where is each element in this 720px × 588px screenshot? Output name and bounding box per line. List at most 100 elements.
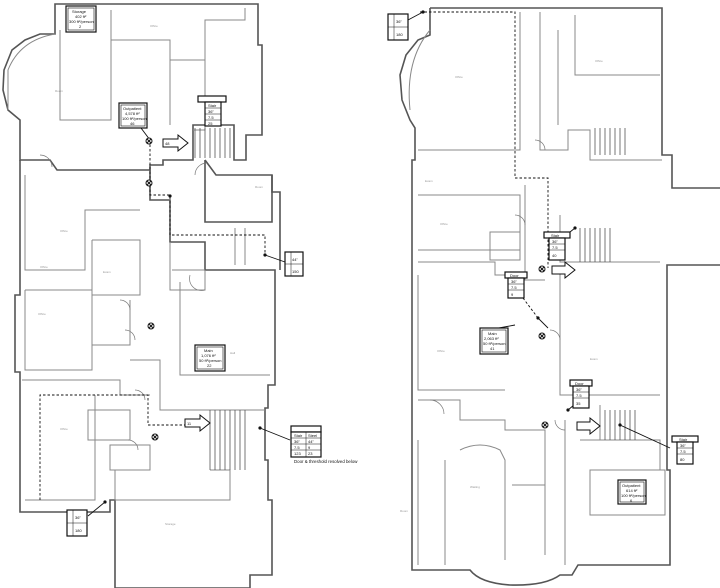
room-label: Office — [440, 222, 448, 226]
door-box-right-lower: Door 36" 7.5 35 — [569, 379, 593, 409]
stair-box-right: Stair 36" 7.5 80 — [671, 435, 699, 465]
door-center-r2: 7.5 — [511, 285, 517, 290]
exit-arrow-right-middle — [551, 260, 576, 280]
leader-lines — [87, 11, 671, 517]
stair-bottom-c2-2: 9 — [308, 445, 311, 450]
room-label: Office — [455, 75, 463, 79]
exit-arrow-left-top: 48 — [162, 133, 189, 153]
occupancy-main-line2: 1,076 ft² — [201, 353, 216, 358]
occupancy-outpatient-line3: 100 ft²/person — [122, 116, 147, 121]
room-label: Room — [400, 509, 409, 513]
stair-top-head: Stair — [208, 103, 217, 108]
exit-bottom-r1: 36" — [75, 515, 81, 520]
occupancy-box-main-left: Main 1,076 ft² 50 ft²/person 22 — [194, 344, 226, 372]
note-door-threshold: Door & threshold resolved below — [294, 459, 358, 464]
occupancy-outpatient-right-line4: 6 — [630, 498, 633, 503]
occupancy-outpatient-line4: 46 — [130, 121, 135, 126]
door-center-head: Door — [510, 273, 519, 278]
stair-box-right-center: Stair 36" 7.5 40 — [543, 231, 571, 261]
door-center-r1: 36" — [511, 279, 517, 284]
stair-right-r3: 80 — [680, 457, 685, 462]
occupancy-storage-line2: 402 ft² — [75, 14, 87, 19]
occupancy-box-outpatient-right: Outpatient 614 ft² 100 ft²/person 6 — [617, 479, 647, 505]
exit-bottom-r2: 180 — [75, 528, 82, 533]
exit-arrow-label: 11 — [187, 421, 192, 426]
door-center-r3: 9 — [511, 292, 514, 297]
stair-top-r2: 7.5 — [208, 115, 214, 120]
room-label: Hall — [230, 351, 236, 355]
door-lower-r2: 7.5 — [576, 393, 582, 398]
occupancy-storage-line4: 2 — [79, 24, 82, 29]
exit-arrow-label: 48 — [165, 141, 170, 146]
stair-bottom-c1-2: 7.5 — [294, 445, 300, 450]
stair-left-bottom — [209, 410, 246, 470]
occupancy-outpatient-line1: Outpatient — [123, 106, 142, 111]
occupancy-outpatient-right-line2: 614 ft² — [626, 488, 638, 493]
occupancy-center-line3: 50 ft²/person — [483, 341, 505, 346]
right-plan-walls — [399, 7, 720, 586]
stair-center-r2: 7.5 — [552, 245, 558, 250]
door-box-right-center: Door 36" 7.5 9 — [504, 271, 528, 299]
room-label: Office — [150, 24, 158, 28]
room-label: Storage — [165, 522, 176, 526]
exit-topleft-r1: 36" — [396, 19, 402, 24]
stair-bottom-c2-0: Steel — [308, 433, 317, 438]
room-label: Room — [255, 185, 264, 189]
exit-middle-r1: 44" — [292, 257, 298, 262]
occupancy-center-line1: Main — [488, 331, 497, 336]
stair-bottom-c1-1: 36" — [294, 439, 300, 444]
room-label: Office — [38, 312, 46, 316]
room-labels: Room Office Office Exam Office Office Ha… — [38, 24, 603, 526]
room-label: Office — [40, 265, 48, 269]
door-lower-r1: 36" — [576, 387, 582, 392]
occupancy-main-line1: Main — [204, 348, 213, 353]
occupancy-storage-line3: 300 ft²/person — [69, 19, 94, 24]
room-label: Office — [60, 427, 68, 431]
stair-right-r2: 7.5 — [680, 449, 686, 454]
left-plan-walls — [2, 3, 281, 588]
occupancy-box-outpatient: Outpatient 4,578 ft² 100 ft²/person 46 — [118, 102, 148, 129]
stair-top-r1: 36" — [208, 109, 214, 114]
exit-box-left-bottom: 36" 180 — [66, 509, 88, 537]
room-label: Room — [55, 89, 64, 93]
door-lower-r3: 35 — [576, 401, 581, 406]
occupancy-box-main-right: Main 2,063 ft² 50 ft²/person 41 — [479, 327, 509, 355]
occupancy-main-line3: 50 ft²/person — [199, 358, 221, 363]
exit-box-right-topleft: 36" 180 — [387, 13, 409, 41]
stair-right-top — [594, 128, 626, 155]
occupancy-outpatient-right-line3: 100 ft²/person — [621, 493, 646, 498]
stair-bottom-c2-3: 23 — [308, 451, 313, 456]
exit-arrow-right-bottom — [576, 416, 601, 436]
door-swings — [39, 139, 566, 451]
stair-box-left-top: Stair 36" 7.5 25 — [197, 95, 227, 127]
exit-topleft-r2: 180 — [396, 32, 403, 37]
room-label: Office — [60, 229, 68, 233]
room-label: Exam — [590, 357, 598, 361]
stair-right-middle — [579, 228, 611, 262]
room-label: Exam — [103, 270, 111, 274]
exit-box-left-middle: 44" 150 — [284, 251, 304, 277]
stair-center-head: Stair — [551, 233, 560, 238]
occupancy-box-storage: Storage 402 ft² 300 ft²/person 2 — [65, 5, 97, 33]
occupancy-main-line4: 22 — [207, 363, 212, 368]
occupancy-center-line4: 41 — [490, 346, 495, 351]
occupancy-outpatient-right-line1: Outpatient — [622, 483, 641, 488]
stair-right-r1: 36" — [680, 443, 686, 448]
stair-box-left-bottom: Stair 36" 7.5 123 Steel 44" 9 23 — [290, 425, 322, 458]
exit-arrow-left-bottom: 11 — [184, 413, 211, 433]
room-label: Office — [595, 59, 603, 63]
occupancy-storage-line1: Storage — [72, 9, 87, 14]
stair-bottom-c2-1: 44" — [308, 439, 314, 444]
door-lower-head: Door — [575, 381, 584, 386]
stair-bottom-c1-3: 123 — [294, 451, 301, 456]
stair-left-top — [194, 128, 231, 158]
occupancy-outpatient-line2: 4,578 ft² — [125, 111, 140, 116]
room-label: Exam — [425, 179, 433, 183]
stair-bottom-c1-0: Stair — [294, 433, 303, 438]
room-label: Office — [437, 349, 445, 353]
room-label: Waiting — [470, 485, 480, 489]
stair-top-r3: 25 — [208, 121, 213, 126]
exit-signs — [145, 137, 549, 441]
stair-right-head: Stair — [679, 437, 688, 442]
